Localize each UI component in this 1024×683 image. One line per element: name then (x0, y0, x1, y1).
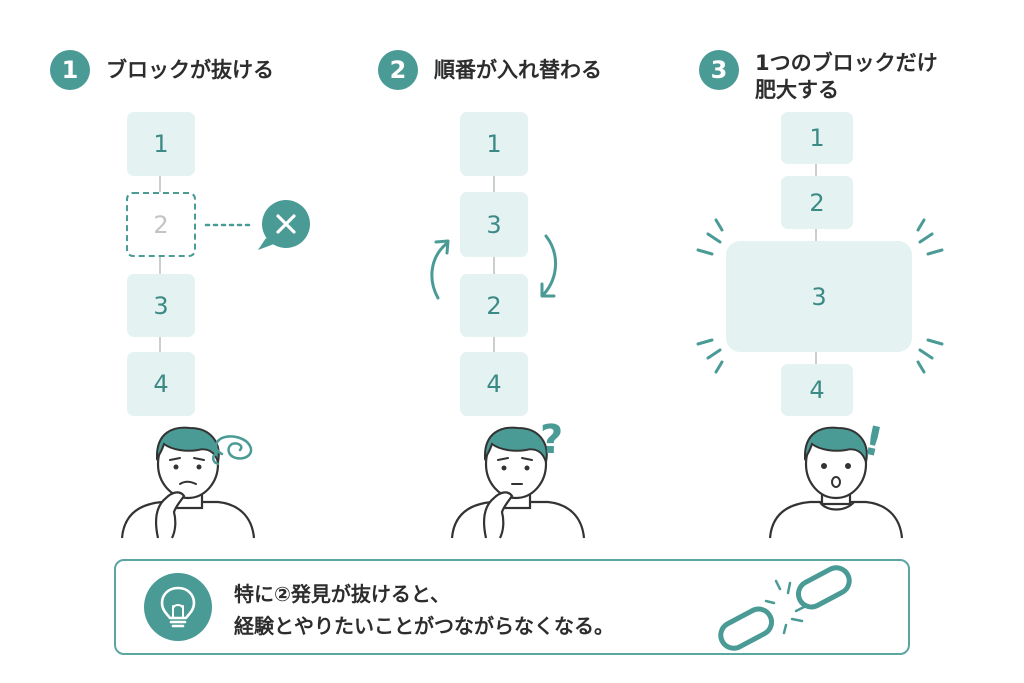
block-3-enlarged: 3 (726, 241, 912, 352)
missing-indicator (204, 200, 310, 250)
connector-line (493, 176, 495, 192)
block-3: 3 (460, 192, 528, 257)
block-2: 2 (460, 274, 528, 337)
connector-line (159, 337, 161, 352)
step-number-2: 2 (378, 50, 418, 90)
rotate-arrows-icon (430, 234, 558, 300)
lightbulb-icon (144, 573, 212, 641)
connector-line (159, 257, 161, 274)
connector-line (815, 229, 817, 241)
confused-person-illustration (120, 426, 256, 539)
summary-note-text: 特に②発見が抜けると、 経験とやりたいことがつながらなくなる。 (234, 578, 614, 642)
block-2-missing: 2 (126, 192, 196, 257)
block-2: 2 (781, 176, 853, 229)
broken-chain-icon (718, 565, 852, 651)
block-1: 1 (460, 112, 528, 176)
panel-2-title: 順番が入れ替わる (434, 58, 602, 82)
panel-3-title-line-2: 肥大する (755, 78, 839, 102)
summary-line-1: 特に②発見が抜けると、 (234, 582, 451, 606)
step-number-3: 3 (699, 50, 739, 90)
panel-2-heading: 2 順番が入れ替わる (378, 50, 602, 90)
block-3: 3 (127, 274, 195, 337)
block-4: 4 (127, 352, 195, 416)
panel-3-heading: 3 1つのブロックだけ 肥大する (699, 50, 938, 104)
dizzy-swirl-icon (212, 435, 253, 466)
wondering-person-illustration (450, 426, 586, 539)
block-4: 4 (460, 352, 528, 416)
panel-1-heading: 1 ブロックが抜ける (50, 50, 274, 90)
summary-note-box: 特に②発見が抜けると、 経験とやりたいことがつながらなくなる。 (114, 559, 910, 655)
panel-1-title: ブロックが抜ける (106, 58, 274, 82)
connector-line (815, 164, 817, 176)
surprised-person-illustration (768, 426, 904, 539)
connector-line (493, 257, 495, 274)
question-mark: ? (540, 417, 564, 463)
step-number-1: 1 (50, 50, 90, 90)
summary-line-2: 経験とやりたいことがつながらなくなる。 (234, 614, 614, 638)
panel-3-title: 1つのブロックだけ 肥大する (755, 50, 938, 104)
panel-3-title-line-1: 1つのブロックだけ (755, 51, 938, 75)
block-4: 4 (781, 364, 853, 416)
block-1: 1 (781, 112, 853, 164)
connector-line (493, 337, 495, 352)
burst-lines (696, 218, 944, 374)
block-1: 1 (127, 112, 195, 176)
connector-line (159, 176, 161, 192)
connector-line (815, 352, 817, 364)
close-icon (258, 200, 310, 250)
